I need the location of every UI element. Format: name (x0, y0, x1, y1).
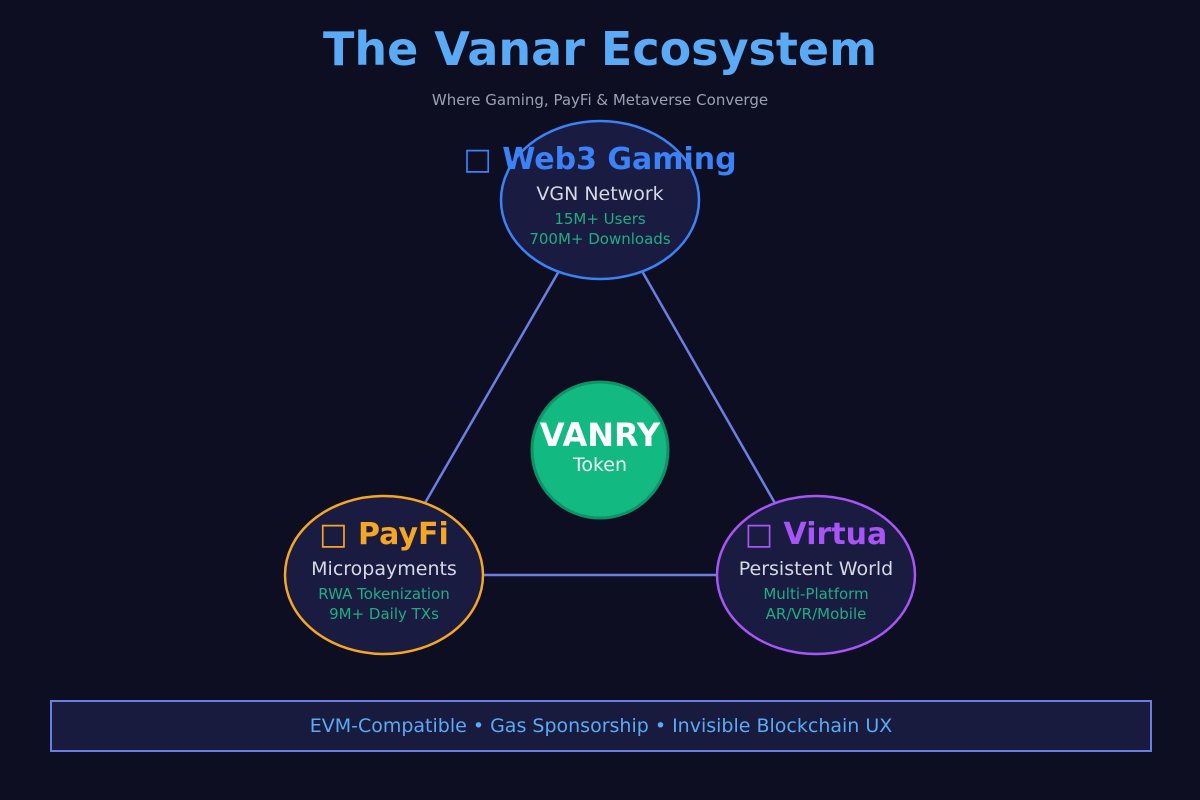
virtua-node-subtitle: Persistent World (738, 558, 894, 580)
payfi-node-circle (283, 494, 485, 656)
virtua-stat-platform: Multi-Platform (763, 585, 869, 603)
gaming-stat-users: 15M+ Users (554, 210, 646, 228)
gaming-node: □ Web3 Gaming VGN Network 15M+ Users 700… (450, 142, 750, 249)
payfi-node-subtitle: Micropayments (311, 558, 457, 580)
diagram-title: The Vanar Ecosystem (322, 22, 878, 76)
token-name: VANRY (539, 416, 661, 454)
features-bar: EVM-Compatible • Gas Sponsorship • Invis… (50, 700, 1152, 752)
gaming-node-circle (499, 119, 701, 281)
payfi-node-title: □ PayFi (319, 517, 449, 552)
token-circle (530, 380, 670, 520)
connector-gaming-virtua (640, 270, 778, 506)
virtua-node-circle (715, 494, 917, 656)
token-label-group: VANRY Token (500, 418, 700, 478)
virtua-node: □ Virtua Persistent World Multi-Platform… (666, 517, 966, 624)
payfi-stat-rwa: RWA Tokenization (318, 585, 450, 603)
virtua-stat-devices: AR/VR/Mobile (765, 605, 867, 623)
gaming-icon: □ (463, 142, 492, 177)
gaming-stat-downloads: 700M+ Downloads (529, 230, 671, 248)
payfi-stat-txs: 9M+ Daily TXs (329, 605, 439, 623)
virtua-node-title: □ Virtua (744, 517, 888, 552)
token-label: Token (572, 454, 628, 476)
virtua-icon: □ (744, 517, 774, 552)
gaming-node-title: □ Web3 Gaming (463, 142, 737, 177)
gaming-node-subtitle: VGN Network (536, 183, 664, 205)
payfi-node: □ PayFi Micropayments RWA Tokenization 9… (234, 517, 534, 624)
features-text: EVM-Compatible • Gas Sponsorship • Invis… (309, 715, 893, 737)
diagram-subtitle: Where Gaming, PayFi & Metaverse Converge (431, 91, 769, 109)
payfi-icon: □ (319, 517, 348, 552)
connector-gaming-payfi (423, 270, 561, 504)
